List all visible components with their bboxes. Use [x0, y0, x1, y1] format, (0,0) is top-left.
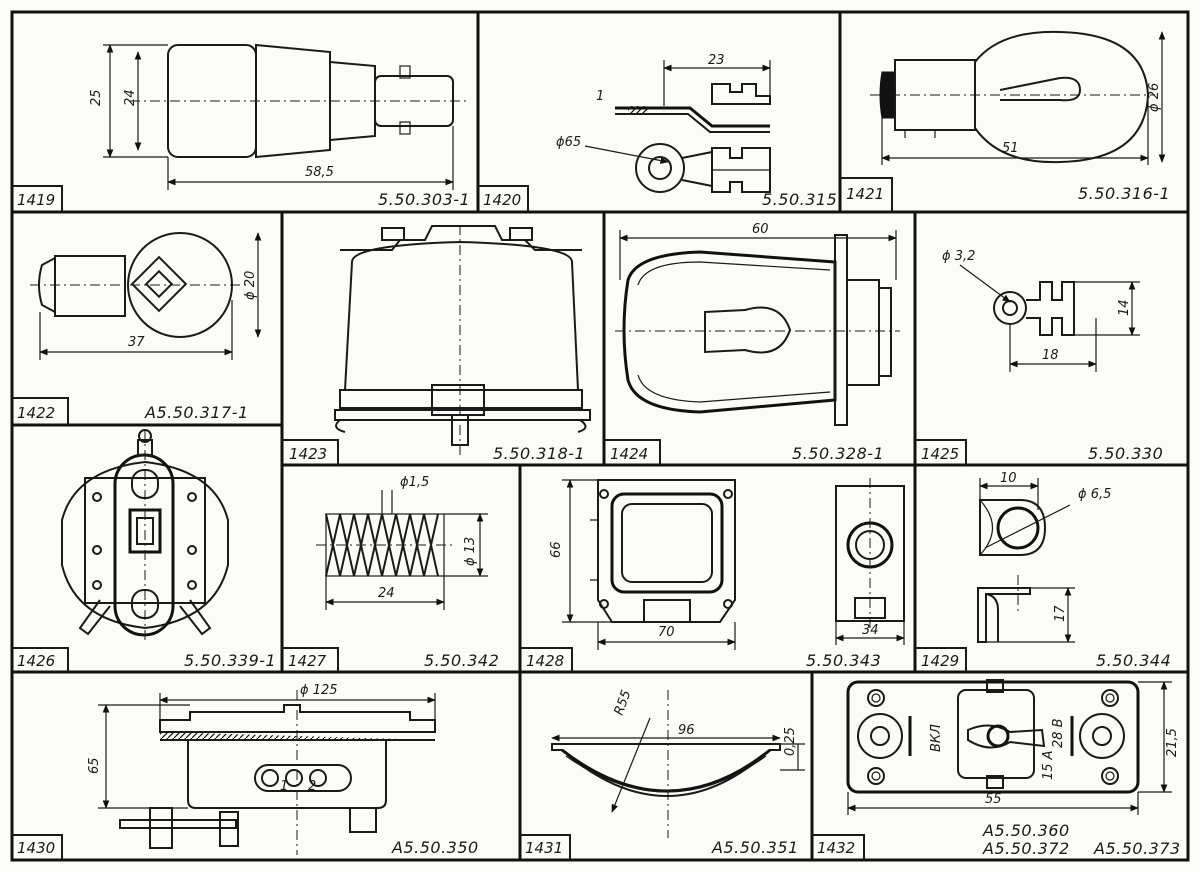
part-code: 5.50.318-1 — [493, 444, 585, 463]
dim-1422-phi20: ϕ 20 — [243, 271, 258, 300]
part-1430-drawing — [98, 690, 436, 855]
cell-1421: ϕ 26 51 1421 5.50.316-1 — [846, 30, 1170, 203]
dim-1424-60: 60 — [752, 222, 769, 237]
part-code-2: A5.50.372 — [982, 839, 1070, 858]
cell-number: 1425 — [921, 445, 959, 463]
sheet-grid — [10, 10, 1190, 862]
label-1432-15a: 15 А — [1041, 750, 1056, 780]
part-1425-drawing — [959, 264, 1140, 372]
part-code: A5.50.350 — [391, 838, 479, 857]
label-1430-terminal-1: 1 — [280, 779, 288, 794]
cell-number: 1430 — [17, 839, 55, 857]
part-1424-drawing — [615, 230, 900, 426]
dim-1427-phi13: ϕ 13 — [463, 537, 478, 566]
part-1429-drawing — [977, 478, 1075, 643]
cell-number: 1426 — [17, 652, 55, 670]
dim-1420-23: 23 — [708, 53, 725, 68]
cell-number: 1432 — [817, 839, 855, 857]
part-1427-drawing — [316, 490, 488, 610]
dim-1429-17: 17 — [1053, 605, 1068, 622]
cell-number: 1421 — [846, 185, 884, 203]
part-code-1: A5.50.360 — [982, 821, 1070, 840]
dim-1428-34: 34 — [862, 623, 879, 638]
part-code: 5.50.328-1 — [792, 444, 884, 463]
dim-1431-0-25: 0,25 — [783, 727, 798, 756]
dim-1428-66: 66 — [549, 541, 564, 558]
label-1432-28v: 28 В — [1051, 718, 1066, 748]
part-code: 5.50.342 — [424, 651, 499, 670]
dim-1427-24: 24 — [378, 586, 395, 601]
cell-number: 1431 — [525, 839, 563, 857]
dim-1430-phi125: ϕ 125 — [300, 683, 338, 698]
cell-1430: ϕ 125 65 1 2 1430 A5.50.350 — [17, 683, 479, 857]
dim-1422-37: 37 — [128, 335, 145, 350]
dim-1421-phi26: ϕ 26 — [1147, 83, 1162, 112]
dim-1420-1: 1 — [596, 89, 604, 104]
cell-number: 1428 — [526, 652, 564, 670]
part-code: 5.50.343 — [806, 651, 881, 670]
dim-1430-65: 65 — [87, 757, 102, 774]
cell-1423: 1423 5.50.318-1 — [289, 225, 591, 463]
dim-1421-51: 51 — [1002, 141, 1019, 156]
dim-1429-phi6-5: ϕ 6,5 — [1078, 487, 1111, 502]
part-code: 5.50.339-1 — [184, 651, 276, 670]
cell-number: 1422 — [17, 404, 55, 422]
cell-1426: 1426 5.50.339-1 — [17, 429, 276, 670]
cell-number: 1427 — [288, 652, 327, 670]
part-1419-drawing — [103, 43, 470, 190]
dim-1427-phi1-5: ϕ1,5 — [400, 475, 429, 490]
part-code: 5.50.315 — [762, 190, 837, 209]
cell-1420: 23 ϕ65 1 1420 5.50.315 — [483, 53, 837, 209]
cell-1419: 25 24 58,5 1419 5.50.303-1 — [17, 43, 470, 209]
dim-1425-14: 14 — [1117, 299, 1132, 316]
dim-1428-70: 70 — [658, 625, 675, 640]
part-code: A5.50.351 — [711, 838, 799, 857]
label-1430-terminal-2: 2 — [308, 779, 316, 794]
dim-1432-55: 55 — [985, 792, 1002, 807]
part-1421-drawing — [870, 30, 1166, 165]
cell-1431: R55 96 0,25 1431 A5.50.351 — [525, 688, 805, 857]
cell-number: 1423 — [289, 445, 327, 463]
dim-1419-58-5: 58,5 — [305, 165, 334, 180]
part-1426-drawing — [61, 429, 229, 640]
dim-1432-21-5: 21,5 — [1165, 728, 1180, 757]
part-1428-drawing — [562, 478, 905, 650]
dim-1420-phi65: ϕ65 — [556, 135, 581, 150]
part-1431-drawing — [551, 690, 805, 838]
cell-number: 1424 — [610, 445, 648, 463]
cell-number: 1429 — [921, 652, 959, 670]
dim-1419-24: 24 — [123, 89, 138, 106]
cell-1425: ϕ 3,2 14 18 1425 5.50.330 — [921, 249, 1163, 463]
part-1420-drawing — [584, 60, 771, 193]
part-code: 5.50.303-1 — [378, 190, 470, 209]
label-1432-vkl: ВКЛ — [929, 724, 944, 752]
cell-1427: ϕ1,5 ϕ 13 24 1427 5.50.342 — [288, 475, 499, 670]
part-code: 5.50.330 — [1088, 444, 1163, 463]
cell-number: 1419 — [17, 191, 55, 209]
cell-1422: ϕ 20 37 1422 A5.50.317-1 — [17, 232, 262, 422]
part-1423-drawing — [334, 225, 591, 455]
dim-1431-96: 96 — [678, 723, 695, 738]
cell-1424: 60 1424 5.50.328-1 — [610, 222, 900, 463]
dim-1425-18: 18 — [1042, 348, 1059, 363]
dim-1425-phi3-2: ϕ 3,2 — [942, 249, 975, 264]
dim-1429-10: 10 — [1000, 471, 1017, 486]
part-code-3: A5.50.373 — [1093, 839, 1181, 858]
part-code: 5.50.344 — [1096, 651, 1171, 670]
cell-number: 1420 — [483, 191, 521, 209]
cell-1428: 66 70 34 1428 5.50.343 — [526, 478, 905, 670]
part-1432-drawing — [846, 679, 1172, 815]
part-code: 5.50.316-1 — [1078, 184, 1170, 203]
part-1422-drawing — [30, 232, 262, 360]
cell-1432: ВКЛ 28 В 15 А 21,5 55 1432 A5.50.360 A5.… — [817, 679, 1181, 858]
part-code: A5.50.317-1 — [144, 403, 249, 422]
cell-1429: 10 ϕ 6,5 17 1429 5.50.344 — [921, 471, 1171, 670]
dim-1431-R55: R55 — [612, 688, 635, 717]
dim-1419-25: 25 — [89, 89, 104, 106]
